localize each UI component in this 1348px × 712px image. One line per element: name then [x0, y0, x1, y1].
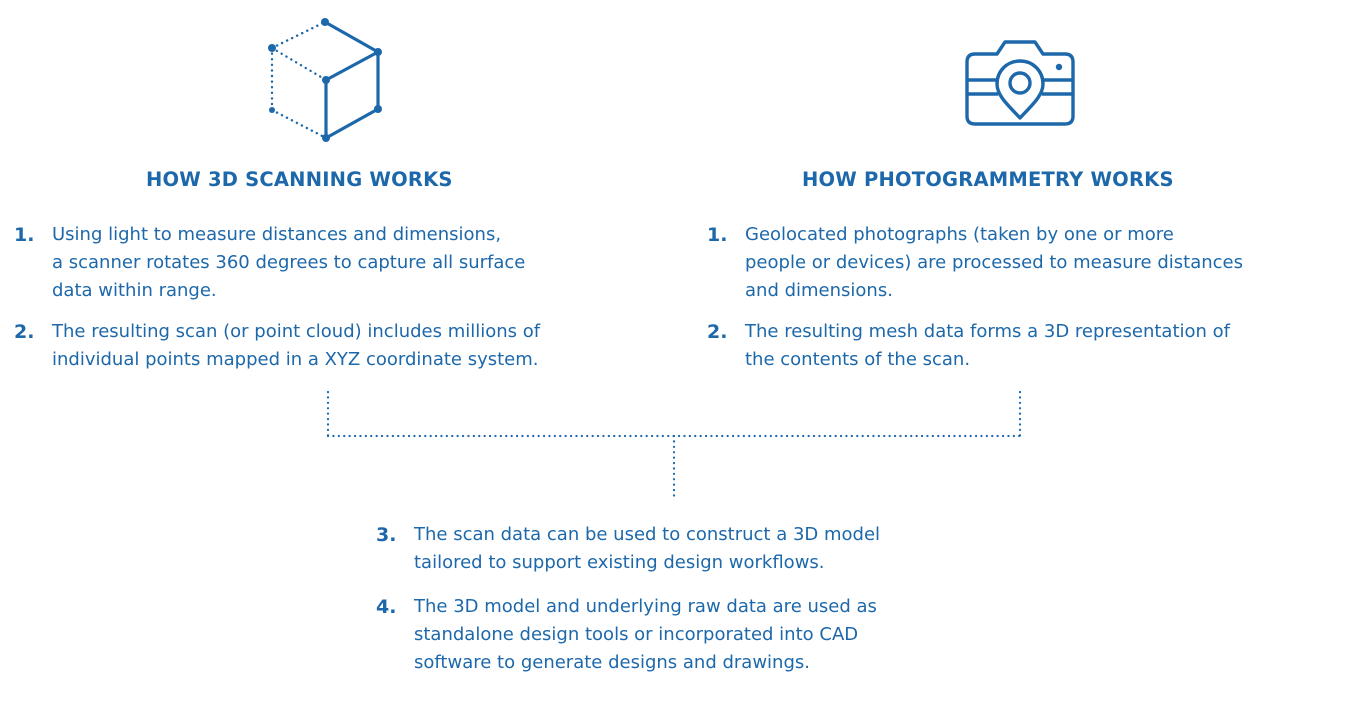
step-number: 1. — [707, 224, 728, 246]
combined-step-3: 3. The scan data can be used to construc… — [376, 521, 996, 581]
step-number: 2. — [14, 321, 35, 343]
step-number: 2. — [707, 321, 728, 343]
step-text: The 3D model and underlying raw data are… — [414, 596, 877, 673]
step-number: 1. — [14, 224, 35, 246]
left-heading: HOW 3D SCANNING WORKS — [146, 168, 453, 191]
cube-icon — [262, 14, 388, 146]
combined-step-4: 4. The 3D model and underlying raw data … — [376, 593, 996, 683]
step-text: Geolocated photographs (taken by one or … — [745, 224, 1244, 301]
step-number: 4. — [376, 596, 397, 618]
step-number: 3. — [376, 524, 397, 546]
camera-location-icon — [963, 38, 1077, 128]
right-heading: HOW PHOTOGRAMMETRY WORKS — [802, 168, 1174, 191]
left-step-1: 1. Using light to measure distances and … — [14, 221, 634, 311]
step-text: The resulting scan (or point cloud) incl… — [52, 321, 541, 370]
step-text: The resulting mesh data forms a 3D repre… — [745, 321, 1230, 370]
left-step-2: 2. The resulting scan (or point cloud) i… — [14, 318, 654, 378]
right-step-2: 2. The resulting mesh data forms a 3D re… — [707, 318, 1337, 378]
right-step-1: 1. Geolocated photographs (taken by one … — [707, 221, 1337, 311]
step-text: The scan data can be used to construct a… — [414, 524, 881, 573]
dotted-connector — [318, 386, 1030, 502]
step-text: Using light to measure distances and dim… — [52, 224, 526, 301]
